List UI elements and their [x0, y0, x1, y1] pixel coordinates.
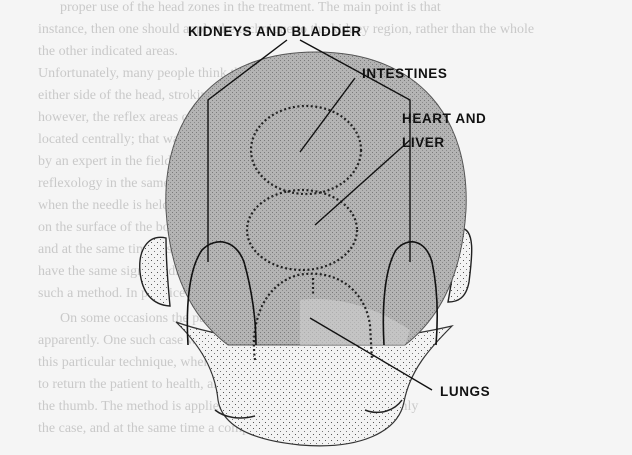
label-kidneys-and-bladder: KIDNEYS AND BLADDER: [188, 24, 362, 39]
label-lungs: LUNGS: [440, 384, 490, 399]
label-intestines: INTESTINES: [362, 66, 448, 81]
label-heart-and-liver-line2: LIVER: [402, 135, 445, 150]
label-heart-and-liver-line1: HEART AND: [402, 111, 486, 126]
background-text-line: the other indicated areas.: [38, 44, 178, 59]
background-text-line: proper use of the head zones in the trea…: [60, 0, 441, 15]
